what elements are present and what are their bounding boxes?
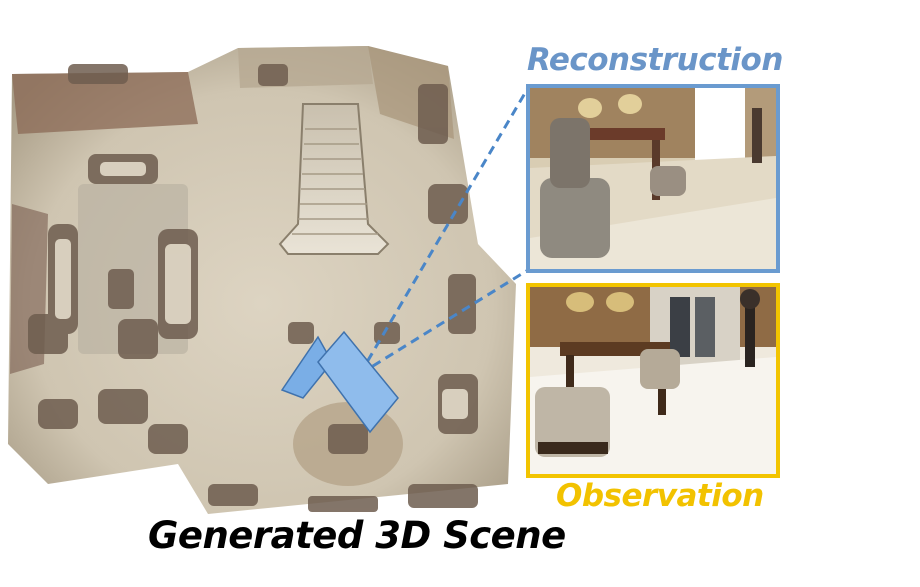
generated-3d-scene-topdown <box>8 44 516 516</box>
observation-image <box>530 287 776 474</box>
reconstruction-label: Reconstruction <box>527 42 783 78</box>
observation-view <box>526 283 780 478</box>
scene-render <box>8 46 516 514</box>
reconstruction-view <box>526 84 780 273</box>
reconstruction-image <box>530 88 776 269</box>
observation-label: Observation <box>556 478 764 514</box>
furniture-highlights <box>55 162 468 419</box>
wall-top-left <box>12 72 198 134</box>
scene-title: Generated 3D Scene <box>148 514 566 557</box>
